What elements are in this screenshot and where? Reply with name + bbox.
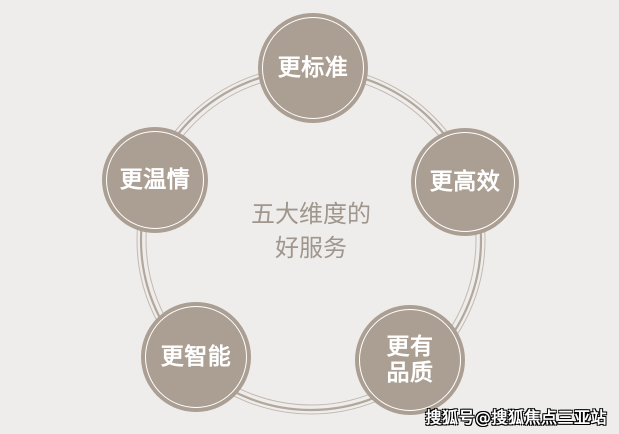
center-title-line2: 好服务 [275, 234, 347, 262]
node-label: 更标准 [277, 54, 349, 81]
node-label: 更温情 [119, 166, 191, 193]
node-label: 更高效 [429, 168, 501, 195]
center-title-line1: 五大维度的 [251, 200, 371, 228]
watermark: 搜狐号@搜狐焦点三亚站 [425, 408, 607, 427]
node-more-efficient: 更高效 [411, 128, 519, 236]
node-label: 更智能 [160, 343, 232, 370]
node-more-warm: 更温情 [102, 127, 208, 233]
node-more-quality: 更有 品质 [355, 305, 465, 415]
node-label-line2: 品质 [386, 360, 434, 386]
center-title: 五大维度的 好服务 [211, 197, 411, 265]
node-more-standard: 更标准 [258, 13, 368, 123]
node-label: 更有 品质 [387, 334, 434, 387]
node-label-line1: 更有 [386, 333, 434, 360]
node-more-intelligent: 更智能 [141, 302, 251, 412]
